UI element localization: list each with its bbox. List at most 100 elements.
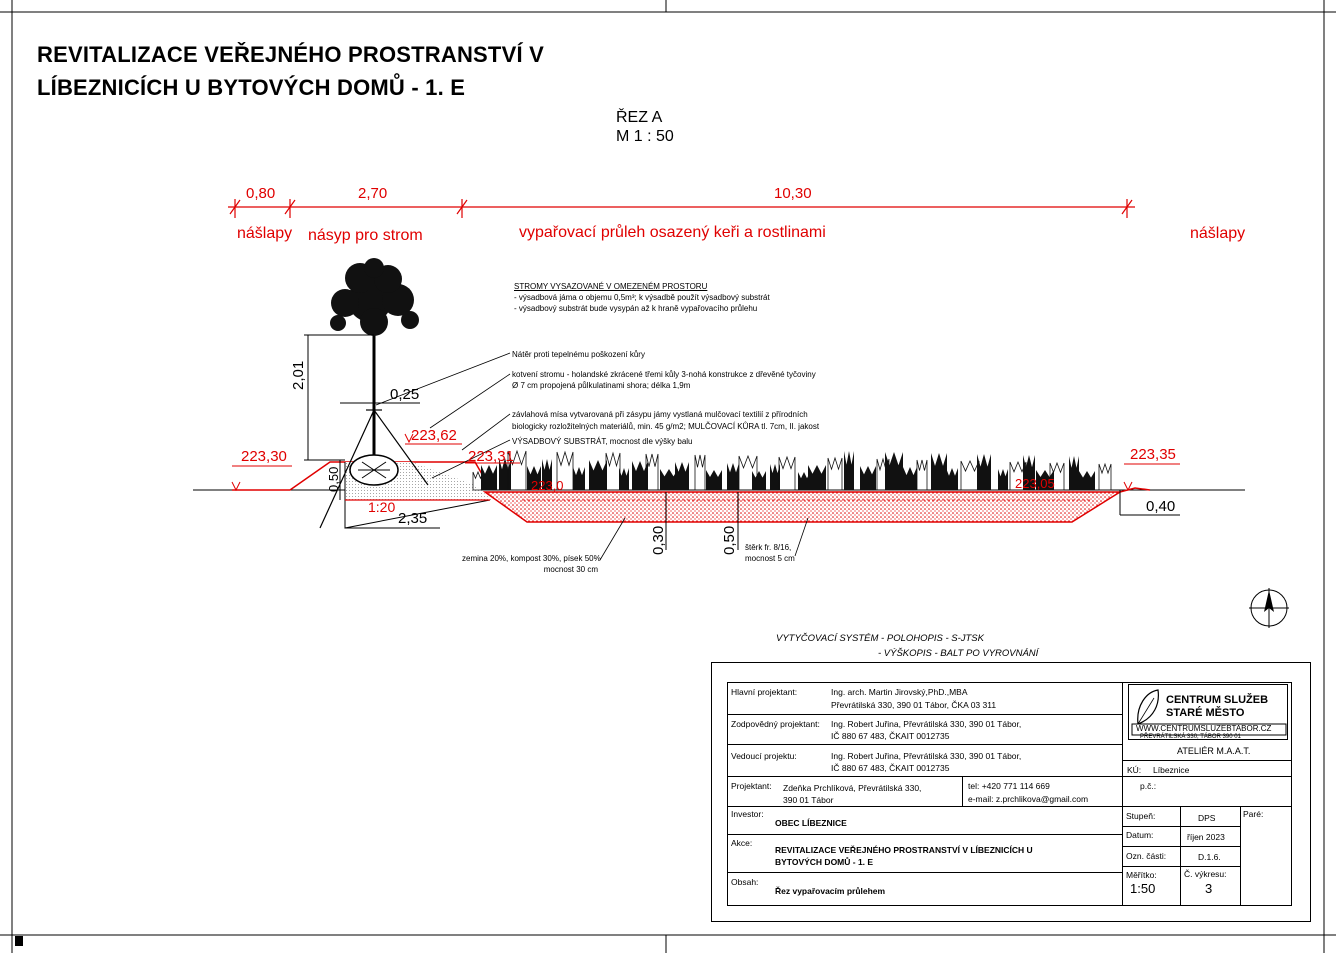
plant-silhouette	[632, 461, 648, 490]
soil-note-line-1: zemina 20%, kompost 30%, písek 50%	[462, 554, 601, 563]
plant-silhouette	[527, 466, 541, 490]
tb-ku-label: KÚ:	[1127, 765, 1142, 775]
dim-080: 0,80	[246, 185, 276, 202]
dim-030: 0,30	[650, 525, 667, 555]
callout-substrate: VÝSADBOVÝ SUBSTRÁT, mocnost dle výšky ba…	[512, 437, 693, 446]
survey-line-2: - VÝŠKOPIS - BALT PO VYROVNÁNÍ	[878, 648, 1039, 659]
plant-silhouette	[1049, 461, 1065, 491]
plant-silhouette	[860, 466, 876, 490]
plant-silhouette	[808, 465, 826, 490]
plants	[472, 449, 1112, 491]
plant-silhouette	[798, 472, 810, 490]
soil-note: zemina 20%, kompost 30%, písek 50% mocno…	[462, 553, 601, 575]
plant-silhouette	[998, 469, 1008, 490]
tb-meritko: 1:50	[1130, 881, 1156, 896]
plant-silhouette	[1098, 462, 1112, 491]
tb-hlavni-1: Ing. arch. Martin Jirovský,PhD.,MBA	[831, 687, 968, 697]
plant-silhouette	[827, 456, 843, 491]
tb-ozn-label: Ozn. části:	[1126, 851, 1167, 861]
drawing-title-line-2: LÍBEZNICÍCH U BYTOVÝCH DOMŮ - 1. E	[37, 75, 466, 100]
logo-name: CENTRUM SLUŽEB STARÉ MĚSTO	[1166, 694, 1269, 719]
plant-silhouette	[675, 462, 689, 490]
elevation-tree: 223,62	[411, 427, 457, 444]
dim-1030: 10,30	[774, 185, 812, 202]
plant-silhouette	[507, 449, 527, 491]
tb-akce-label: Akce:	[731, 838, 753, 848]
plant-silhouette	[706, 470, 722, 490]
gravel-note-line-1: štěrk fr. 8/16,	[745, 543, 792, 552]
gravel-layer	[482, 491, 1123, 523]
plant-silhouette	[589, 460, 607, 490]
plant-silhouette	[960, 460, 980, 491]
callout-anchor-1: kotvení stromu - holandské zkrácené třem…	[512, 370, 816, 379]
tb-ved-2: IČ 880 67 483, ČKAIT 0012735	[831, 763, 950, 773]
elevation-bottom-right: 223,05	[1015, 476, 1055, 491]
tb-pc-label: p.č.:	[1140, 781, 1157, 791]
tb-ved-1: Ing. Robert Juřina, Převrátilská 330, 39…	[831, 751, 1022, 761]
plant-silhouette	[977, 454, 991, 490]
tb-ku: Líbeznice	[1153, 765, 1190, 775]
zone-nasyp: násyp pro strom	[308, 227, 423, 244]
plant-silhouette	[931, 453, 947, 490]
tb-datum: říjen 2023	[1187, 832, 1225, 842]
zone-naslapy-right: nášlapy	[1190, 225, 1246, 242]
tree-note: STROMY VYSAZOVANÉ V OMEZENÉM PROSTORU - …	[514, 281, 770, 314]
callout-bowl-1: závlahová mísa vytvarovaná při zásypu já…	[512, 410, 808, 419]
tb-zodp-1: Ing. Robert Juřina, Převrátilská 330, 39…	[831, 719, 1022, 729]
elevation-left: 223,30	[241, 448, 287, 465]
dim-tree-height: 2,01	[290, 360, 307, 390]
plant-silhouette	[916, 459, 928, 491]
plant-silhouette	[727, 463, 739, 490]
plant-silhouette	[1069, 456, 1079, 490]
callout-bark: Nátěr proti tepelnému poškození kůry	[512, 350, 645, 359]
tb-ozn: D.1.6.	[1198, 852, 1221, 862]
plant-silhouette	[619, 468, 629, 490]
tb-stupen-label: Stupeň:	[1126, 811, 1156, 821]
plant-silhouette	[946, 468, 958, 490]
drawing-title-line-1: REVITALIZACE VEŘEJNÉHO PROSTRANSTVÍ V	[37, 42, 544, 67]
tb-atelier: ATELIÉR M.A.A.T.	[1177, 746, 1251, 756]
elevation-bottom-left: 223,0	[531, 478, 564, 493]
zone-naslapy-left: nášlapy	[237, 225, 293, 242]
dim-slope: 1:20	[368, 499, 396, 515]
title-block-outer	[711, 662, 1311, 922]
dim-040: 0,40	[1146, 498, 1176, 515]
tb-cvykresu: 3	[1205, 881, 1213, 896]
soil-note-line-2: mocnost 30 cm	[543, 565, 598, 574]
section-name: ŘEZ A	[616, 109, 663, 126]
plant-silhouette	[481, 465, 497, 490]
tb-ved-label: Vedoucí projektu:	[731, 751, 797, 761]
tb-proj-label: Projektant:	[731, 781, 772, 791]
plant-silhouette	[1023, 455, 1035, 490]
leaf-icon	[1128, 684, 1288, 740]
tb-inv-label: Investor:	[731, 809, 764, 819]
tb-inv: OBEC LÍBEZNICE	[775, 818, 847, 828]
tb-akce-2: BYTOVÝCH DOMŮ - 1. E	[775, 857, 874, 867]
tb-email: e-mail: z.prchlikova@gmail.com	[968, 794, 1089, 804]
tb-zodp-label: Zodpovědný projektant:	[731, 719, 820, 729]
logo-address: PŘEVRÁTILSKÁ 330, TÁBOR 390 01	[1140, 734, 1241, 740]
dim-base: 2,35	[398, 510, 428, 527]
tb-proj-1: Zdeňka Prchlíková, Převrátilská 330,	[783, 783, 922, 793]
company-logo: CENTRUM SLUŽEB STARÉ MĚSTO WWW.CENTRUMSL…	[1128, 684, 1288, 740]
tb-zodp-2: IČ 880 67 483, ČKAIT 0012735	[831, 731, 950, 741]
tree-note-line-1: - výsadbová jáma o objemu 0,5m³; k výsad…	[514, 293, 770, 302]
plant-silhouette	[778, 455, 796, 491]
plant-silhouette	[885, 452, 903, 490]
dim-050-pit: 0,50	[326, 466, 341, 492]
tb-meritko-label: Měřítko:	[1126, 870, 1157, 880]
callout-bowl-2: biologicky rozložitelných materiálů, min…	[512, 422, 820, 431]
dim-270: 2,70	[358, 185, 388, 202]
section-label: ŘEZ A M 1 : 50	[616, 108, 674, 146]
plant-silhouette	[660, 469, 678, 490]
tb-stupen: DPS	[1198, 813, 1216, 823]
tb-obsah: Řez vypařovacím průlehem	[775, 886, 886, 896]
tb-cvykresu-label: Č. výkresu:	[1184, 869, 1227, 879]
plant-silhouette	[542, 459, 552, 490]
north-arrow-icon	[1249, 588, 1289, 628]
callout-anchor-2: Ø 7 cm propojená půlkulatinami shora; dé…	[512, 381, 691, 390]
dim-trunk: 0,25	[390, 386, 420, 403]
